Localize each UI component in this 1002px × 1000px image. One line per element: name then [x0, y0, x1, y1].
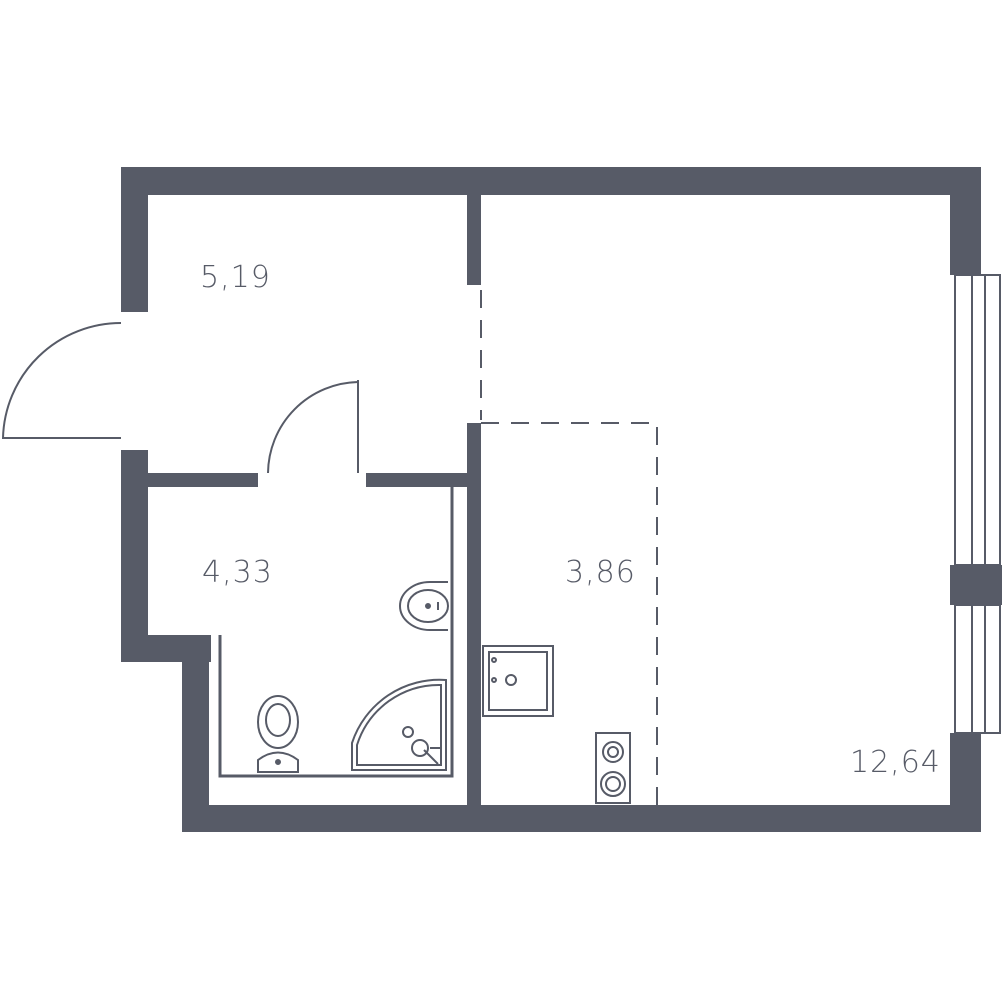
wall-left-upper	[121, 167, 148, 312]
area-label-kitchen: 3,86	[565, 555, 636, 590]
toilet-icon	[257, 695, 299, 773]
partition-lower	[467, 423, 481, 805]
wall-right-top	[950, 167, 981, 275]
window-icon	[954, 274, 1001, 734]
kitchen-sink-icon	[482, 645, 554, 717]
bathroom-shell	[218, 487, 454, 778]
bath-wall-right	[366, 473, 467, 487]
door-swing-icon	[267, 380, 359, 474]
area-label-bathroom: 4,33	[202, 555, 273, 590]
wall-bottom	[182, 805, 981, 832]
door-swing-icon	[1, 322, 122, 439]
bath-wall-left	[148, 473, 258, 487]
wall-left-bottom	[182, 635, 209, 832]
area-label-living: 12,64	[850, 745, 941, 780]
sink-icon	[399, 581, 449, 631]
zone-dashes	[480, 290, 658, 805]
wall-left-lower	[121, 450, 148, 662]
stove-icon	[595, 732, 631, 804]
wall-right-bottom	[950, 733, 981, 832]
wall-top	[121, 167, 981, 195]
walls	[121, 167, 1002, 832]
area-label-hall: 5,19	[200, 260, 271, 295]
area-labels: 5,19 4,33 3,86 12,64	[200, 260, 941, 780]
wall-right-mid	[950, 565, 1002, 605]
partition-upper	[467, 195, 481, 285]
shower-icon	[351, 678, 447, 771]
